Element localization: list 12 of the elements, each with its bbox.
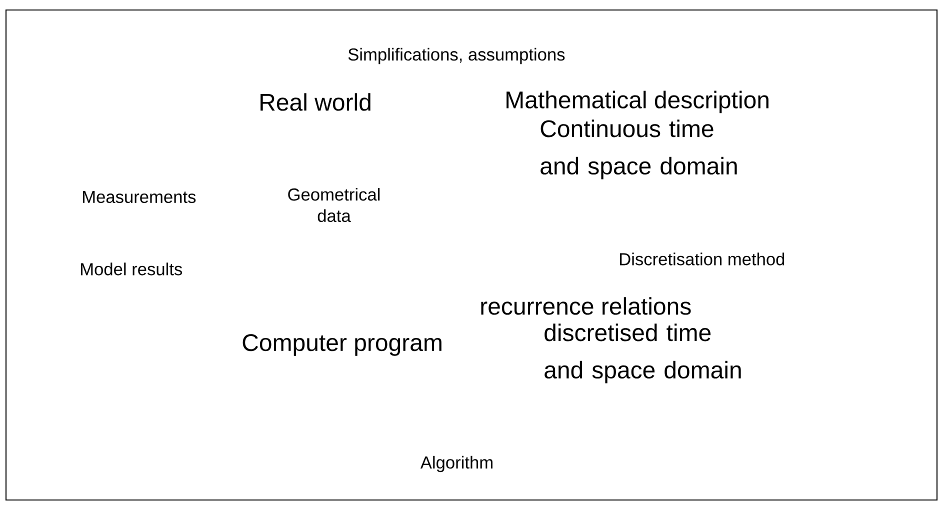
text-label: Model results — [81, 262, 182, 276]
text-label: recurrence relations — [481, 297, 691, 315]
text-label: Simplifications, assumptions — [348, 48, 565, 64]
text-label: Geometrical data — [288, 188, 380, 222]
text-label: Continuous time and space domain — [540, 120, 737, 180]
text-label: Computer program — [242, 334, 442, 356]
text-label: discretised time and space domain — [544, 324, 741, 384]
text-label: Measurements — [83, 190, 196, 204]
text-label: Mathematical description — [506, 90, 768, 114]
text-label: Discretisation method — [620, 252, 784, 266]
text-label: Algorithm — [420, 456, 492, 472]
text-label: Real world — [260, 93, 370, 111]
